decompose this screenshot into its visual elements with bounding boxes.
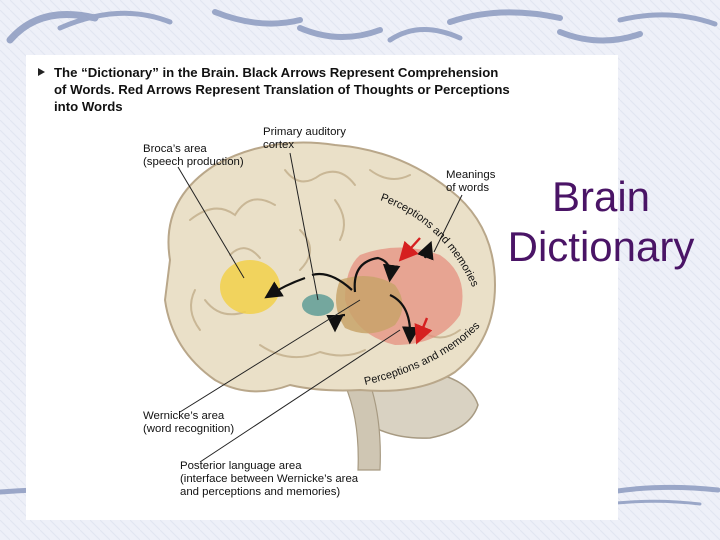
caption-bullet-icon <box>38 68 45 76</box>
label-meanings-of-words: Meanings of words <box>446 169 495 195</box>
figure-caption: The “Dictionary” in the Brain. Black Arr… <box>38 64 578 115</box>
label-primary-auditory-cortex: Primary auditory cortex <box>263 126 346 152</box>
brocas-area-region <box>220 260 280 314</box>
figure-caption-text: The “Dictionary” in the Brain. Black Arr… <box>38 64 578 115</box>
label-wernickes-area: Wernicke’s area (word recognition) <box>143 410 234 436</box>
label-brocas-area: Broca’s area (speech production) <box>143 143 244 169</box>
auditory-cortex-region <box>302 294 334 316</box>
label-posterior-language-area: Posterior language area (interface betwe… <box>180 460 358 499</box>
slide-title: Brain Dictionary <box>490 172 712 272</box>
